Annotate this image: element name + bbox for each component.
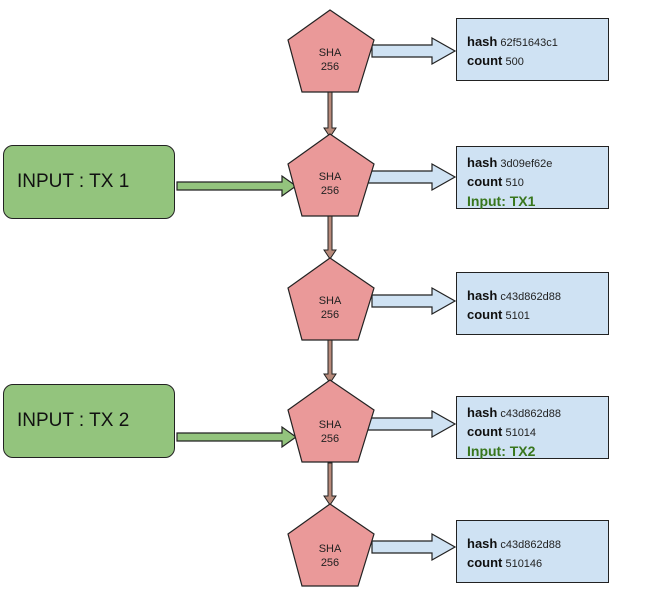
sha-node-4: SHA 256 — [287, 379, 375, 463]
count-key: count — [467, 424, 503, 439]
hash-line: hash c43d862d88 — [467, 287, 608, 306]
output-arrow-4 — [367, 409, 457, 439]
hash-line: hash 62f51643c1 — [467, 33, 608, 52]
chain-arrow-4-5 — [323, 462, 337, 506]
pentagon-shape — [287, 503, 375, 587]
count-key: count — [467, 555, 503, 570]
pentagon-shape — [287, 9, 375, 93]
sha-label-line2: 256 — [321, 433, 339, 445]
result-box-1: hash 62f51643c1 count 500 — [456, 18, 609, 81]
count-line: count 510146 — [467, 554, 608, 573]
input-arrow-2 — [176, 425, 298, 449]
sha-label-line1: SHA — [319, 171, 342, 183]
input-annotation: Input: TX1 — [467, 193, 536, 209]
hash-value: 62f51643c1 — [500, 37, 558, 49]
output-arrow-3 — [371, 286, 457, 316]
pentagon-shape — [287, 379, 375, 463]
result-box-3: hash c43d862d88 count 5101 — [456, 272, 609, 335]
sha-node-3: SHA 256 — [287, 257, 375, 341]
input-label: INPUT : TX 1 — [17, 171, 130, 192]
hash-value: c43d862d88 — [500, 408, 561, 420]
count-line: count 51014 — [467, 423, 608, 442]
chain-arrow-2-3 — [323, 214, 337, 260]
sha-label-line2: 256 — [321, 61, 339, 73]
hash-key: hash — [467, 155, 498, 170]
hash-key: hash — [467, 405, 498, 420]
input-label: INPUT : TX 2 — [17, 410, 130, 431]
count-key: count — [467, 174, 503, 189]
sha-label-line1: SHA — [319, 295, 342, 307]
output-arrows — [367, 36, 457, 562]
chain-arrows — [323, 91, 337, 506]
hash-line: hash c43d862d88 — [467, 404, 608, 423]
count-line: count 5101 — [467, 306, 608, 325]
count-value: 510 — [505, 177, 524, 189]
count-key: count — [467, 307, 503, 322]
pentagon-shape — [287, 133, 375, 217]
input-box-tx1: INPUT : TX 1 — [3, 145, 175, 219]
input-arrow-1 — [176, 174, 298, 198]
count-value: 500 — [505, 56, 524, 68]
hash-value: 3d09ef62e — [500, 158, 553, 170]
sha-label-line2: 256 — [321, 185, 339, 197]
result-box-2: hash 3d09ef62e count 510 Input: TX1 — [456, 146, 609, 209]
count-line: count 510 — [467, 173, 608, 192]
count-key: count — [467, 53, 503, 68]
sha-label-line2: 256 — [321, 557, 339, 569]
hash-key: hash — [467, 288, 498, 303]
pentagon-shape — [287, 257, 375, 341]
hash-line: hash 3d09ef62e — [467, 154, 608, 173]
sha-label-line1: SHA — [319, 47, 342, 59]
hash-key: hash — [467, 34, 498, 49]
hash-key: hash — [467, 536, 498, 551]
input-annotation: Input: TX2 — [467, 443, 536, 459]
sha-label-line1: SHA — [319, 419, 342, 431]
input-box-tx2: INPUT : TX 2 — [3, 384, 175, 458]
count-value: 510146 — [505, 558, 543, 570]
sha-label-line2: 256 — [321, 309, 339, 321]
output-arrow-1 — [371, 36, 457, 66]
output-arrow-5 — [371, 532, 457, 562]
chain-arrow-1-2 — [323, 91, 337, 138]
hash-line: hash c43d862d88 — [467, 535, 608, 554]
sha-node-1: SHA 256 — [287, 9, 375, 93]
count-value: 51014 — [505, 427, 537, 439]
sha-node-2: SHA 256 — [287, 133, 375, 217]
result-box-5: hash c43d862d88 count 510146 — [456, 520, 609, 583]
count-value: 5101 — [505, 310, 530, 322]
input-arrows — [176, 174, 298, 449]
hash-value: c43d862d88 — [500, 539, 561, 551]
chain-arrow-3-4 — [323, 339, 337, 384]
result-box-4: hash c43d862d88 count 51014 Input: TX2 — [456, 396, 609, 459]
sha-node-5: SHA 256 — [287, 503, 375, 587]
count-line: count 500 — [467, 52, 608, 71]
output-arrow-2 — [367, 162, 457, 192]
hash-value: c43d862d88 — [500, 291, 561, 303]
sha-label-line1: SHA — [319, 543, 342, 555]
